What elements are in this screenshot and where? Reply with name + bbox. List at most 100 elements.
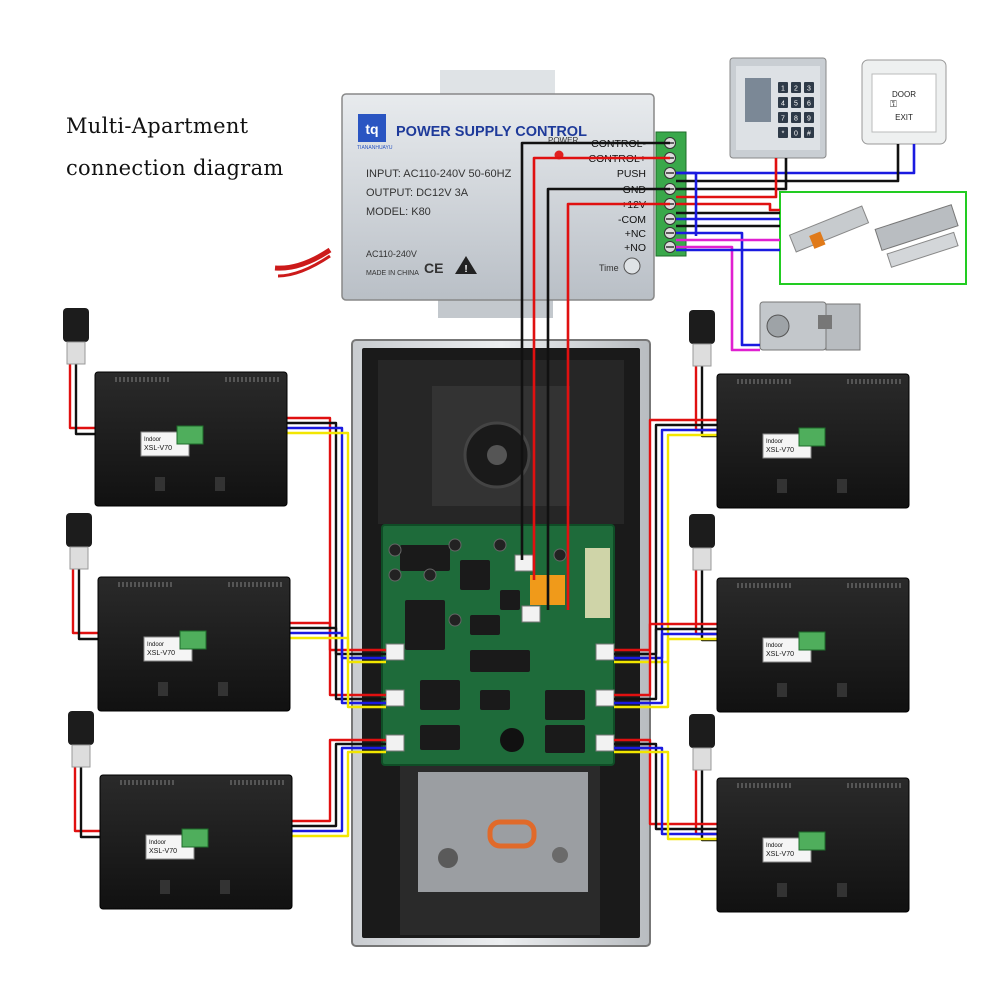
pcb-capacitor [423,568,437,582]
pcb-chip [420,725,460,750]
power-adapter [66,513,92,547]
pcb-chip [460,560,490,590]
adapter-label [692,747,712,771]
ce-mark: CE [424,260,443,276]
keypad-key [778,112,788,123]
psu-made-in: MADE IN CHINA [366,270,419,277]
keypad-key-label: 0 [794,131,798,138]
wire [532,156,670,580]
key-icon: ⚿ [890,99,897,109]
keypad-key-label: 5 [794,101,798,108]
svg-text:tq: tq [365,121,378,137]
wire [676,158,788,191]
monitor-connector [798,631,826,651]
power-adapter [63,308,89,342]
adapter-label [71,744,91,768]
power-adapter [68,711,94,745]
time-label: Time [599,263,619,273]
wire [676,144,916,175]
door-exit-button: DOOR ⚿ EXIT [861,59,947,145]
pcb-chip [470,615,500,635]
terminal-label-6: +NC [625,228,647,240]
wire [676,158,778,199]
warning-icon [455,256,477,274]
wire [676,245,760,352]
monitor-connector [179,630,207,650]
wire [520,141,670,560]
keypad-key-label: 7 [781,116,785,123]
pcb-chip [500,590,520,610]
pcb-connector [385,734,405,752]
monitor-label-model: XSL-V70 [766,851,794,858]
keypad-key [804,127,814,138]
wire [676,202,780,212]
monitor-label-model: XSL-V70 [766,447,794,454]
electric-strike-lock [759,301,861,351]
terminal-label-5: -COM [618,214,646,226]
exit-button-line1: DOOR [892,90,916,99]
lock-options-box [779,191,967,285]
monitor-connector [181,828,209,848]
psu-brand-text: TIANANHUAYU [357,145,393,151]
pcb-connector [521,605,541,623]
pcb-connector [514,554,534,572]
keypad-key [804,112,814,123]
adapter-label [692,547,712,571]
monitor-label-model: XSL-V70 [144,445,172,452]
pcb-chip [470,650,530,672]
keypad-key [804,97,814,108]
psu-model: MODEL: K80 [366,206,431,218]
pcb-capacitor [553,548,567,562]
pcb-capacitor [388,543,402,557]
monitor-label-brand: Indoor [766,843,783,849]
psu-ac-label: AC110-240V [366,249,417,259]
adapter-label [66,341,86,365]
diagram-title-line1: Multi-Apartment [66,114,249,138]
main-circuit-board [381,524,615,766]
keypad-key [791,112,801,123]
monitor-label-brand: Indoor [766,439,783,445]
keypad-key-label: 8 [794,116,798,123]
monitor-label-model: XSL-V70 [149,848,177,855]
svg-text:!: ! [464,264,467,275]
exit-button-line2: EXIT [895,113,913,122]
monitor-label-brand: Indoor [149,840,166,846]
wire [566,202,670,610]
terminal-label-7: +NO [624,242,646,254]
keypad-key [791,97,801,108]
power-adapter [689,514,715,548]
pcb-chip [545,725,585,753]
monitor-label-brand: Indoor [147,642,164,648]
psu-power-label: POWER [548,136,578,145]
keypad-key [778,82,788,93]
pcb-capacitor [448,538,462,552]
indoor-monitors: IndoorXSL-V70IndoorXSL-V70IndoorXSL-V70I… [63,308,910,913]
monitor-connector [798,427,826,447]
wire [546,187,670,610]
time-knob-icon [623,257,641,275]
keypad-key-label: * [782,131,785,138]
keypad-key [791,127,801,138]
keypad-key [778,97,788,108]
pcb-chip [545,690,585,720]
monitor-label-model: XSL-V70 [766,651,794,658]
keypad-key [804,82,814,93]
pcb-capacitor [448,613,462,627]
psu-output-spec: OUTPUT: DC12V 3A [366,187,469,199]
monitor-label-model: XSL-V70 [147,650,175,657]
diagram-title-line2: connection diagram [66,156,284,180]
adapter-label [692,343,712,367]
keypad-key [778,127,788,138]
power-supply-unit: tq TIANANHUAYU POWER SUPPLY CONTROL POWE… [274,70,687,318]
wire [676,231,760,347]
pcb-connector [595,643,615,661]
monitor-label-brand: Indoor [766,643,783,649]
keypad-key-label: 4 [781,101,785,108]
